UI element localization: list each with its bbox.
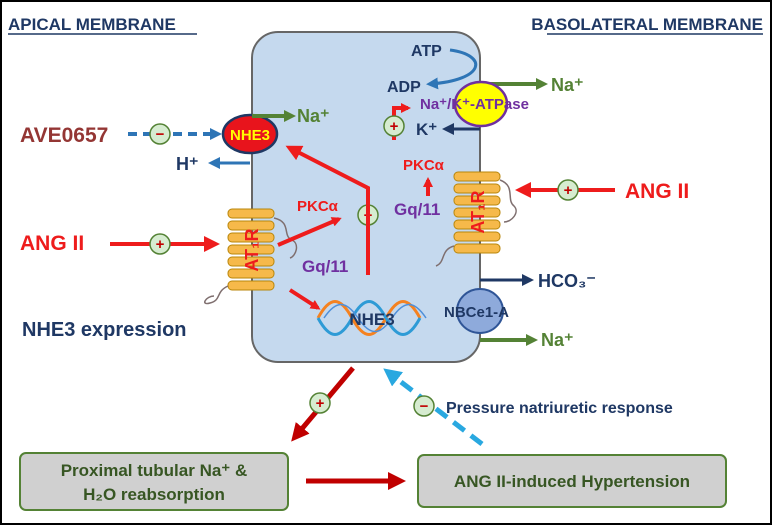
- apical-pkc-to-nhe3-arrow: [285, 145, 370, 275]
- ave0657-minus-sign: −: [149, 123, 171, 145]
- nhe3-exchanger: [221, 113, 279, 155]
- basolateral-ang2-label: ANG II: [625, 180, 689, 203]
- reabsorption-plus-sign: +: [309, 392, 331, 414]
- atp-hydrolysis-arrow: [426, 48, 478, 90]
- basolateral-gq11-label: Gq/11: [394, 200, 440, 219]
- apical-at1r-label: AT₁R: [242, 228, 262, 271]
- svg-text:−: −: [156, 126, 165, 143]
- apical-gq11-label: Gq/11: [302, 257, 348, 276]
- nhe3-sodium-label: Na⁺: [297, 106, 330, 126]
- hypertension-box: [417, 454, 727, 508]
- basolateral-at1r-receptor: [435, 171, 517, 267]
- apical-ang2-plus-sign: +: [149, 233, 171, 255]
- basolateral-pkc-label: PKCα: [403, 157, 445, 174]
- apical-pkc-label: PKCα: [297, 198, 339, 215]
- nbce1a-label: NBCe1-A: [444, 304, 509, 321]
- nhe3-gene-label: NHE3: [349, 310, 394, 329]
- na-k-atpase-pump: [453, 80, 509, 128]
- svg-text:+: +: [390, 118, 399, 135]
- svg-text:+: +: [156, 236, 165, 253]
- basolateral-membrane-header: BASOLATERAL MEMBRANE: [531, 15, 763, 34]
- adp-label: ADP: [387, 79, 421, 96]
- apical-ang2-label: ANG II: [20, 232, 84, 255]
- svg-text:+: +: [316, 395, 325, 412]
- apical-membrane-header: APICAL MEMBRANE: [8, 15, 176, 34]
- pump-sodium-label: Na⁺: [551, 75, 584, 95]
- nhe3-gene-dna-helix: [316, 300, 427, 336]
- nhe3-proton-label: H⁺: [176, 154, 199, 174]
- apical-pkc-activation-arrow: [277, 217, 342, 247]
- natriuresis-minus-sign: −: [413, 395, 435, 417]
- basolateral-ang2-plus-sign: +: [557, 179, 579, 201]
- pressure-natriuretic-label: Pressure natriuretic response: [446, 400, 673, 417]
- apical-at1r-receptor: [204, 208, 298, 305]
- nbce1a-sodium-label: Na⁺: [541, 330, 574, 350]
- bicarbonate-label: HCO₃⁻: [538, 271, 596, 291]
- svg-text:−: −: [420, 398, 429, 415]
- apical-gq-to-gene-arrow: [288, 288, 321, 310]
- basolateral-pump-plus-sign: +: [383, 115, 405, 137]
- nhe3-expression-label: NHE3 expression: [22, 319, 187, 341]
- nbce1a-cotransporter: [456, 288, 504, 334]
- na-k-atpase-label: Na⁺/K⁺-ATPase: [420, 96, 529, 113]
- ave0657-label: AVE0657: [20, 124, 108, 147]
- atp-label: ATP: [411, 43, 442, 60]
- pressure-natriuresis-arrow: [383, 368, 484, 446]
- basolateral-at1r-label: AT₁R: [468, 190, 488, 233]
- reabsorption-label-line1: Proximal tubular Na⁺ &: [61, 461, 248, 480]
- reabsorption-box: [19, 452, 289, 511]
- svg-text:+: +: [564, 182, 573, 199]
- hypertension-label: ANG II-induced Hypertension: [454, 472, 690, 491]
- reabsorption-label-line2: H₂O reabsorption: [83, 485, 225, 504]
- potassium-label: K⁺: [416, 120, 437, 139]
- nhe3-exchanger-label: NHE3: [230, 127, 270, 144]
